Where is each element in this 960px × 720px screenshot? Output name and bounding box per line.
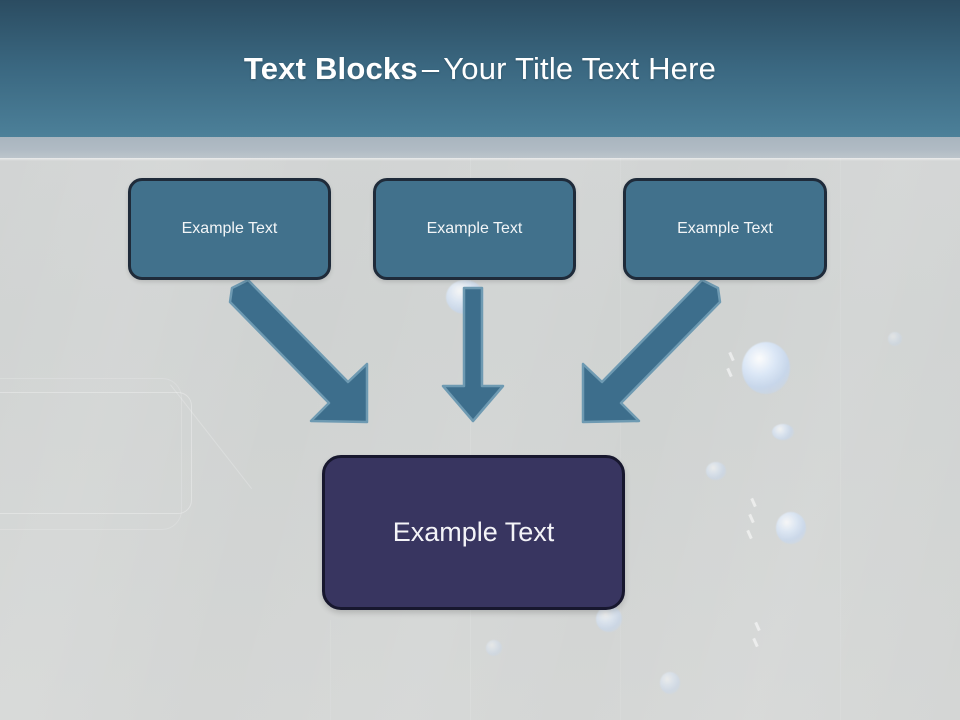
circuit-trace-icon [0, 392, 192, 514]
bokeh-orb-icon [888, 332, 902, 346]
title-strong: Text Blocks [243, 50, 418, 86]
circuit-line-icon [470, 140, 471, 720]
text-block-3-label: Example Text [677, 220, 773, 237]
title-rest: Your Title Text Here [443, 50, 717, 86]
bokeh-orb-icon [596, 606, 622, 632]
header-divider-band [0, 137, 960, 158]
bokeh-orb-icon [706, 462, 726, 480]
bokeh-orb-icon [742, 342, 790, 394]
header-divider-hairline [0, 158, 960, 161]
text-block-1-label: Example Text [181, 220, 278, 237]
text-block-2[interactable]: Example Text [373, 178, 576, 280]
page-title: Text Blocks – Your Title Text Here [0, 0, 960, 137]
circuit-line-icon [840, 140, 841, 720]
circuit-line-icon [620, 140, 621, 720]
bokeh-orb-icon [772, 424, 794, 440]
bokeh-orb-icon [776, 512, 806, 544]
text-block-3[interactable]: Example Text [623, 178, 827, 280]
circuit-trace-outer-icon [0, 378, 182, 530]
text-block-1[interactable]: Example Text [128, 178, 331, 280]
result-text-block-label: Example Text [392, 517, 555, 547]
circuit-line-icon [330, 620, 331, 720]
bokeh-orb-icon [660, 672, 680, 694]
bokeh-orb-icon [446, 280, 484, 314]
slide-header [0, 0, 960, 137]
result-text-block[interactable]: Example Text [322, 455, 625, 610]
bokeh-orb-icon [486, 640, 502, 656]
text-block-2-label: Example Text [426, 220, 523, 237]
title-dash: – [421, 50, 440, 86]
